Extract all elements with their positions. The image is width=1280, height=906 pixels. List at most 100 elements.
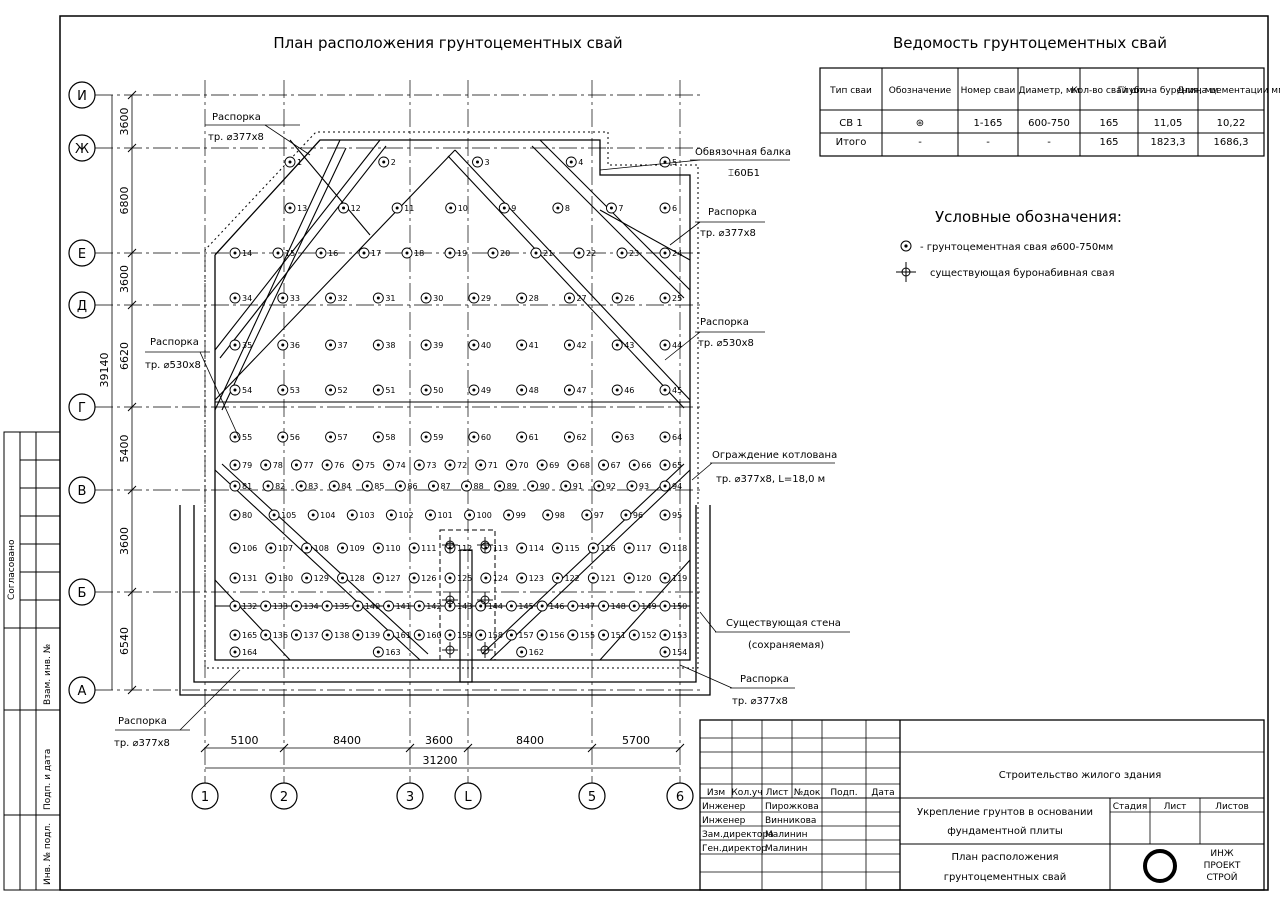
- pile-number: 108: [314, 544, 329, 553]
- pile-number: 2: [391, 158, 396, 167]
- ground-cement-pile: 83: [295, 480, 318, 492]
- pile-number: 25: [672, 294, 682, 303]
- schedule-cell: 600-750: [1028, 118, 1070, 129]
- callouts: Распорка тр. ⌀377х8 Распорка тр. ⌀530х8 …: [114, 112, 850, 749]
- ground-cement-pile: 100: [464, 509, 492, 521]
- pile-number: 149: [641, 602, 656, 611]
- dashed-zone: [439, 529, 496, 661]
- ground-cement-pile: 108: [301, 542, 329, 554]
- pile-number: 82: [275, 482, 285, 491]
- row-axis-label: И: [77, 89, 87, 104]
- callout-existing-wall: Существующая стена (сохраняемая): [699, 611, 850, 651]
- ground-cement-pile: 115: [552, 542, 580, 554]
- pile-number: 8: [565, 204, 570, 213]
- strut-diagonal: [454, 149, 691, 401]
- pile-number: 163: [385, 648, 400, 657]
- ground-cement-pile: 18: [401, 247, 424, 259]
- ground-cement-pile: 140: [352, 600, 380, 612]
- column-dimension: 8400: [333, 734, 361, 747]
- ground-cement-pile: 133: [260, 600, 288, 612]
- pile-number: 72: [457, 461, 467, 470]
- ground-cement-pile: 135: [321, 600, 349, 612]
- ground-cement-pile: 134: [290, 600, 319, 612]
- existing-bored-pile-icon: [477, 642, 493, 658]
- ground-cement-pile: 126: [408, 572, 436, 584]
- sheet-title-line-2: грунтоцементных свай: [944, 872, 1067, 883]
- ground-cement-pile: 47: [563, 384, 587, 396]
- pile-number: 119: [672, 574, 687, 583]
- ground-cement-pile: 77: [290, 459, 314, 471]
- ground-cement-pile: 62: [563, 431, 587, 443]
- pile-number: 26: [624, 294, 634, 303]
- pile-number: 46: [624, 386, 634, 395]
- ground-cement-pile: 156: [536, 629, 564, 641]
- pile-number: 151: [611, 631, 626, 640]
- pile-number: 86: [407, 482, 417, 491]
- pile-number: 161: [396, 631, 411, 640]
- ground-cement-pile: 63: [611, 431, 634, 443]
- ground-cement-pile: 78: [260, 459, 283, 471]
- ground-cement-pile: 118: [659, 542, 687, 554]
- ground-cement-pile: 95: [659, 509, 682, 521]
- ground-cement-pile: 66: [628, 459, 651, 471]
- ground-cement-pile: 38: [372, 339, 396, 351]
- schedule-title: Ведомость грунтоцементных свай: [893, 34, 1167, 52]
- stamp-agreed: Согласовано: [7, 539, 17, 600]
- ground-cement-pile: 70: [505, 459, 529, 471]
- ground-cement-pile: 84: [328, 480, 351, 492]
- pile-number: 49: [481, 386, 491, 395]
- column-axis-label: 1: [201, 790, 209, 805]
- side-stamp: Согласовано Взам. инв. № Подп. и дата Ин…: [3, 431, 61, 891]
- ground-cement-pile: 165: [229, 629, 257, 641]
- pile-number: 132: [242, 602, 257, 611]
- ground-cement-pile: 162: [516, 646, 544, 658]
- ground-cement-pile: 101: [425, 509, 453, 521]
- pile-number: 143: [457, 602, 472, 611]
- ground-cement-pile: 130: [265, 572, 293, 584]
- ground-cement-pile: 143: [444, 600, 472, 612]
- row-axis-label: Ж: [75, 142, 89, 157]
- pile-number: 13: [297, 204, 307, 213]
- pile-number: 4: [578, 158, 583, 167]
- sheet-title-line-1: План расположения: [951, 852, 1058, 863]
- ground-cement-pile: 69: [536, 459, 559, 471]
- ground-cement-pile: 44: [659, 339, 682, 351]
- row-axis-marker: Ж: [68, 134, 96, 162]
- company-line-3: СТРОЙ: [1206, 871, 1237, 883]
- schedule-cell: -: [918, 137, 922, 148]
- schedule-cell: 1823,3: [1151, 137, 1186, 148]
- pile-number: 35: [242, 341, 252, 350]
- callout-title: Распорка: [700, 317, 749, 328]
- object-line-2: фундаментной плиты: [947, 826, 1063, 837]
- strut-diagonal: [539, 139, 691, 291]
- callout-spec: тр. ⌀377х8, L=18,0 м: [716, 474, 825, 485]
- ground-cement-pile: 28: [516, 292, 539, 304]
- central-wall: [459, 549, 473, 683]
- pile-number: 80: [242, 511, 252, 520]
- pile-number: 54: [242, 386, 252, 395]
- ground-cement-pile: 86: [394, 480, 418, 492]
- pile-number: 17: [371, 249, 381, 258]
- pile-number: 12: [351, 204, 361, 213]
- ground-cement-pile: 65: [659, 459, 682, 471]
- pile-number: 155: [580, 631, 595, 640]
- ground-cement-pile: 52: [325, 384, 348, 396]
- signer-role: Инженер: [702, 816, 746, 826]
- existing-bored-pile-icon: [442, 537, 458, 553]
- pile-number: 110: [385, 544, 400, 553]
- object-line-1: Укрепление грунтов в основании: [917, 807, 1093, 818]
- ground-cement-pile: 6: [659, 202, 677, 214]
- pile-number: 129: [314, 574, 329, 583]
- ground-cement-pile: 11: [391, 202, 414, 214]
- pile-number: 19: [457, 249, 467, 258]
- pile-number: 55: [242, 433, 252, 442]
- pile-number: 9: [511, 204, 516, 213]
- pile-number: 62: [576, 433, 586, 442]
- pile-number: 135: [334, 602, 349, 611]
- column-axis-label: 6: [676, 790, 684, 805]
- ground-cement-pile: 131: [229, 572, 257, 584]
- ground-cement-pile: 117: [623, 542, 651, 554]
- ground-cement-pile: 61: [516, 431, 539, 443]
